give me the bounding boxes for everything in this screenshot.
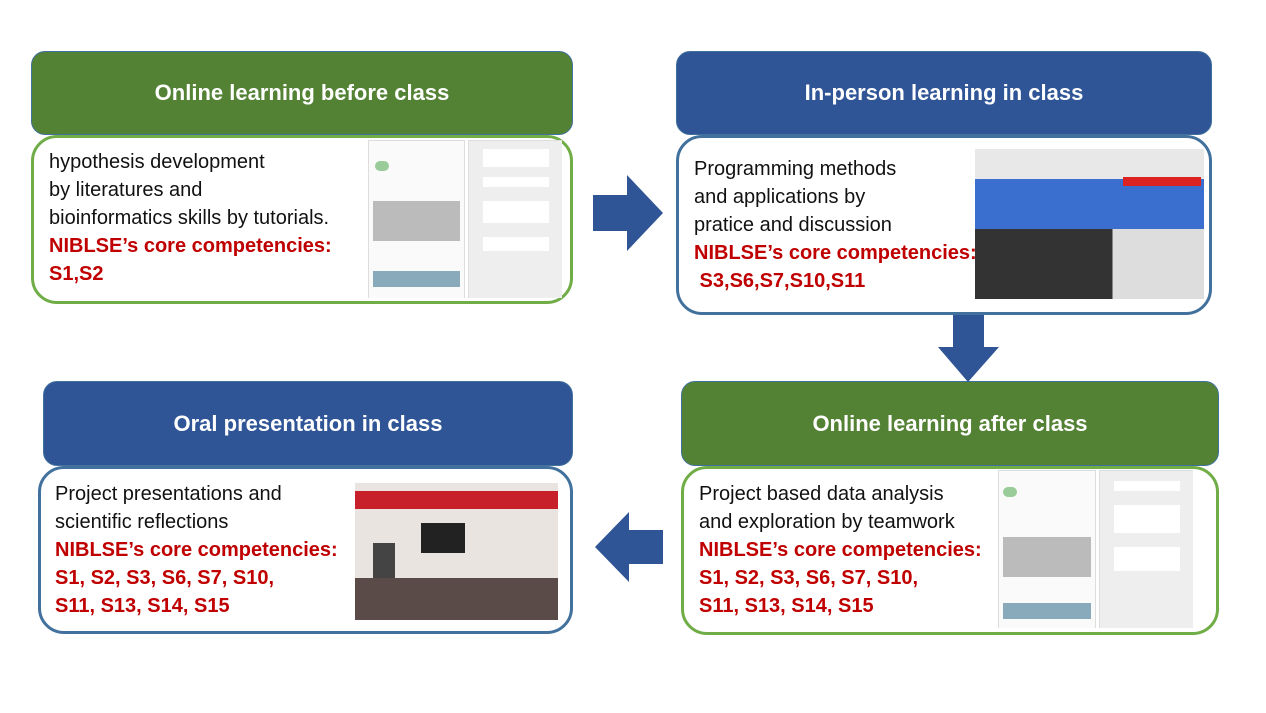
- panel-header-in-class: In-person learning in class: [676, 51, 1212, 135]
- competency-list: S1,S2: [49, 263, 104, 285]
- arrow-left-icon: [595, 512, 663, 582]
- text-line: pratice and discussion: [694, 214, 892, 236]
- panel-header-before-class: Online learning before class: [31, 51, 573, 135]
- text-line: and applications by: [694, 186, 866, 208]
- text-line: by literatures and: [49, 179, 203, 201]
- competency-label: NIBLSE’s core competencies:: [49, 235, 332, 257]
- text-line: bioinformatics skills by tutorials.: [49, 207, 330, 229]
- text-line: Project based data analysis: [699, 483, 944, 505]
- text-line: Project presentations and: [55, 483, 282, 505]
- panel-header-oral-presentation: Oral presentation in class: [43, 381, 573, 466]
- text-line: and exploration by teamwork: [699, 511, 955, 533]
- app-screenshot-image: [368, 140, 562, 298]
- classroom-photo: [975, 149, 1204, 299]
- competency-list: S3,S6,S7,S10,S11: [694, 270, 866, 292]
- competency-list: S11, S13, S14, S15: [699, 595, 874, 617]
- panel-title: Online learning before class: [154, 80, 450, 105]
- panel-text: Project based data analysis and explorat…: [699, 480, 982, 620]
- text-line: Programming methods: [694, 158, 897, 180]
- competency-label: NIBLSE’s core competencies:: [694, 242, 977, 264]
- text-line: hypothesis development: [49, 151, 265, 173]
- competency-label: NIBLSE’s core competencies:: [55, 539, 338, 561]
- arrow-right-icon: [593, 175, 663, 251]
- app-screenshot-image: [998, 470, 1193, 628]
- presentation-photo: [355, 483, 558, 620]
- panel-text: Programming methods and applications by …: [694, 155, 977, 295]
- competency-label: NIBLSE’s core competencies:: [699, 539, 982, 561]
- panel-title: Online learning after class: [812, 410, 1088, 436]
- competency-list: S1, S2, S3, S6, S7, S10,: [699, 567, 919, 589]
- text-line: scientific reflections: [55, 511, 229, 533]
- panel-header-after-class: Online learning after class: [681, 381, 1219, 466]
- panel-text: hypothesis development by literatures an…: [49, 148, 332, 288]
- competency-list: S11, S13, S14, S15: [55, 595, 230, 617]
- panel-title: Oral presentation in class: [173, 410, 443, 436]
- panel-text: Project presentations and scientific ref…: [55, 480, 338, 620]
- competency-list: S1, S2, S3, S6, S7, S10,: [55, 567, 275, 589]
- panel-title: In-person learning in class: [804, 80, 1084, 105]
- arrow-down-icon: [938, 315, 999, 382]
